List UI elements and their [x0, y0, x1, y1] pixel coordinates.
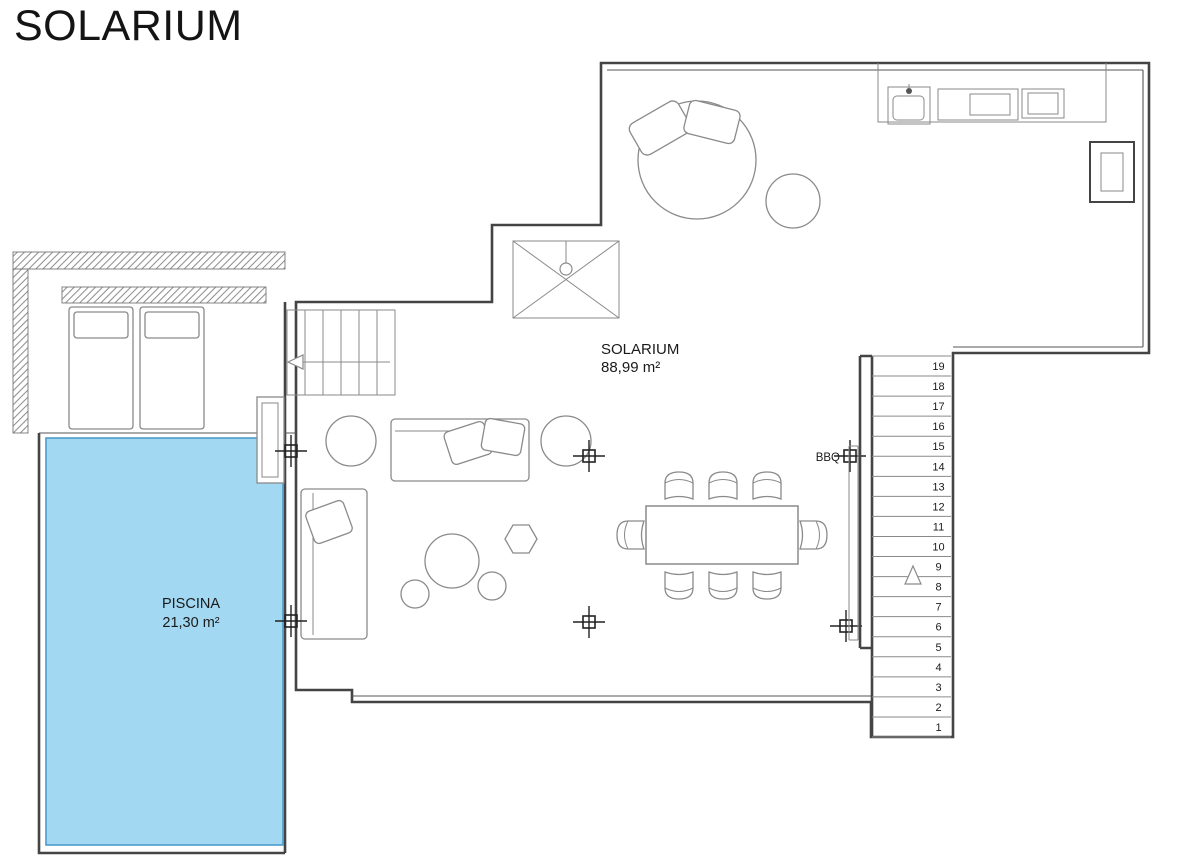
stair-number: 2: [935, 702, 941, 714]
stair-number: 11: [933, 521, 944, 533]
faucet-icon: [906, 88, 912, 94]
stair-number: 19: [932, 361, 944, 373]
cooktop: [937, 88, 1065, 121]
coffee-table-large: [424, 533, 480, 589]
stair-number: 8: [935, 582, 941, 594]
dining-chair: [708, 471, 738, 500]
sun-loungers: [68, 306, 205, 430]
cross-marker-icon: [830, 610, 862, 642]
stair-numbers: 19 18 17 16 15 14 13 12 11 10 9 8 7 6 5 4 3 2 1: [932, 361, 944, 734]
planter: [256, 396, 285, 484]
coffee-table-small: [477, 571, 507, 601]
stair-number: 5: [935, 642, 941, 654]
round-daybed: [628, 99, 757, 220]
stair-number: 14: [932, 461, 944, 473]
stair-number: 12: [932, 501, 944, 513]
dining-chair: [664, 471, 694, 500]
cross-marker-icon: [834, 440, 866, 472]
stair-number: 1: [935, 722, 941, 734]
staircase-right: 19 18 17 16 15 14 13 12 11 10 9 8 7 6 5 4 3 2 1: [858, 354, 951, 738]
sofa-top: [390, 417, 530, 482]
cross-markers: [275, 435, 866, 642]
solarium-name-label: SOLARIUM: [601, 341, 679, 358]
terrace-stairs: [286, 309, 396, 396]
cross-marker-icon: [573, 606, 605, 638]
stair-number: 10: [932, 542, 944, 554]
dining-chair: [799, 520, 828, 550]
stair-number: 15: [932, 441, 944, 453]
stair-number: 3: [935, 682, 941, 694]
page-title: SOLARIUM: [14, 2, 243, 50]
cross-marker-icon: [275, 605, 307, 637]
wall-unit: [1089, 141, 1135, 203]
dining-chair: [752, 471, 782, 500]
pool: PISCINA 21,30 m²: [45, 437, 284, 846]
stair-number: 7: [935, 602, 941, 614]
stair-number: 18: [932, 381, 944, 393]
inner-wall-lines: [39, 69, 1144, 697]
skylight: [512, 240, 620, 319]
daybed-pillow: [683, 99, 741, 145]
stair-direction-arrow-icon: [904, 564, 922, 585]
dining-set: [616, 471, 828, 600]
coffee-table-small: [400, 579, 430, 609]
round-chair: [540, 415, 592, 467]
dining-chair: [616, 520, 645, 550]
stair-number: 6: [935, 622, 941, 634]
cross-marker-icon: [573, 440, 605, 472]
dining-table: [645, 505, 799, 565]
stair-arrow-left-icon: [286, 354, 304, 370]
stair-number: 17: [932, 401, 944, 413]
kitchen-counter: [877, 63, 1107, 125]
hatched-walls: [12, 251, 286, 434]
sofa-left: [300, 488, 368, 640]
daybed-pillow: [628, 100, 692, 156]
side-pouf: [765, 173, 821, 229]
lounge-furniture: [300, 415, 592, 640]
pool-area-label: 21,30 m²: [162, 615, 219, 631]
stair-number: 16: [932, 421, 944, 433]
cross-marker-icon: [275, 435, 307, 467]
dining-chair: [664, 571, 694, 600]
dining-chair: [752, 571, 782, 600]
stair-number: 4: [935, 662, 941, 674]
pool-water: [45, 437, 284, 846]
bbq-label: BBQ: [816, 452, 840, 464]
hexagon-table: [504, 524, 538, 554]
stair-treads: [872, 355, 951, 738]
round-chair: [325, 415, 377, 467]
sink: [887, 84, 931, 125]
light-point-icon: [559, 262, 573, 276]
stair-number: 9: [935, 562, 941, 574]
dining-chair: [708, 571, 738, 600]
bbq-ledge: [848, 445, 859, 641]
dining-chairs: [616, 471, 828, 600]
solarium-area-label: 88,99 m²: [601, 359, 660, 376]
stair-number: 13: [932, 481, 944, 493]
outer-walls: [37, 61, 1151, 855]
pool-name-label: PISCINA: [162, 596, 220, 612]
